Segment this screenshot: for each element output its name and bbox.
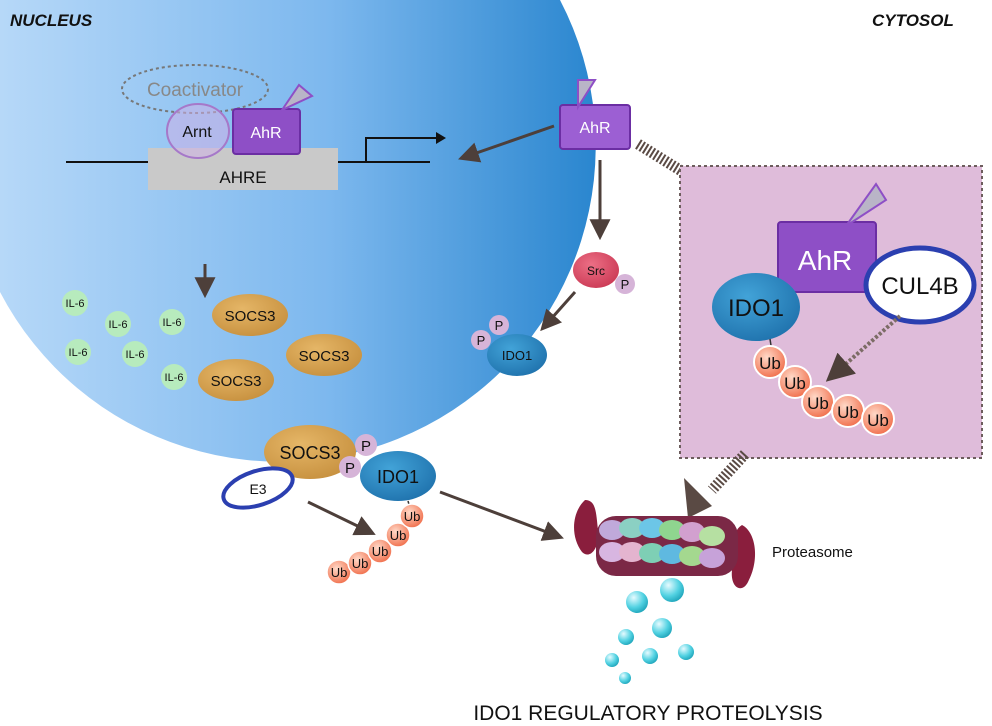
ub-bead — [347, 550, 373, 576]
peptide-bubbles — [605, 578, 694, 684]
box-ligand-icon — [845, 182, 888, 227]
il6-label: IL-6 — [126, 349, 145, 361]
box-ahr-label: AhR — [798, 245, 852, 276]
complex-ido1-shape — [360, 451, 436, 501]
complex-ub-chain: Ub Ub Ub Ub Ub — [326, 503, 425, 585]
cytosol-ahr-box — [559, 104, 631, 150]
coactivator-label: Coactivator — [147, 80, 244, 101]
ub-label: Ub — [331, 565, 348, 580]
ub-label: Ub — [759, 354, 781, 373]
ub-label: Ub — [837, 403, 859, 422]
arnt-shape — [166, 103, 230, 159]
socs3-label: SOCS3 — [225, 308, 276, 325]
src-shape — [573, 252, 619, 288]
complex-socs3-label: SOCS3 — [279, 443, 340, 463]
il6-bead — [105, 311, 131, 337]
socs3-shape — [286, 334, 362, 376]
src-label: Src — [587, 264, 605, 278]
ido1-phospho-2 — [489, 315, 509, 335]
ub-bead — [385, 522, 411, 548]
src-ido1-shape — [487, 334, 547, 376]
ub-bead — [399, 503, 425, 529]
box-ub-chain: Ub Ub Ub Ub Ub — [753, 345, 895, 436]
nuclear-ahr-label: AhR — [250, 125, 281, 142]
box-ido1-label: IDO1 — [728, 295, 784, 322]
socs3-shape — [212, 294, 288, 336]
socs3-label: SOCS3 — [299, 348, 350, 365]
ub-label: Ub — [352, 556, 369, 571]
arrow-to-nucleus — [458, 124, 555, 163]
nucleus-label: NUCLEUS — [10, 11, 93, 30]
complex-phospho-label-2: P — [345, 460, 355, 477]
ub-bead — [753, 345, 787, 379]
cul4b-ub-arrow — [825, 314, 902, 382]
complex-e3-shape — [221, 466, 295, 510]
cytosol-label: CYTOSOL — [872, 11, 954, 30]
box-ahr — [777, 221, 877, 293]
cytosol-ligand-icon — [577, 79, 597, 111]
src-ido1-label: IDO1 — [502, 348, 532, 363]
il6-cluster: IL-6 IL-6 IL-6 IL-6 IL-6 IL-6 — [62, 290, 187, 390]
il6-label: IL-6 — [69, 347, 88, 359]
proteasome-rings — [599, 518, 725, 568]
ahre-label: AHRE — [219, 168, 266, 187]
il6-label: IL-6 — [165, 372, 184, 384]
ub-label: Ub — [390, 528, 407, 543]
proteasome-left-cap — [574, 500, 599, 555]
il6-bead — [159, 309, 185, 335]
ub-label: Ub — [404, 509, 421, 524]
diagram-title: IDO1 REGULATORY PROTEOLYSIS — [473, 702, 822, 725]
il6-label: IL-6 — [109, 319, 128, 331]
proteasome-label: Proteasome — [772, 544, 853, 561]
ido1-phospho-label-2: P — [495, 318, 504, 333]
ido1-phospho-1 — [471, 330, 491, 350]
nuclear-ahr-box — [232, 108, 301, 155]
box-ido1-shape — [712, 273, 800, 341]
proteasome-arrow-head-icon — [684, 478, 712, 518]
socs3-shape — [198, 359, 274, 401]
socs3-label: SOCS3 — [211, 373, 262, 390]
transcription-arrowhead-icon — [436, 132, 446, 144]
arrow-src-to-ido1 — [540, 291, 577, 332]
ub-bead — [861, 402, 895, 436]
ub-bead — [367, 538, 393, 564]
complex-e3-label: E3 — [249, 481, 266, 497]
e3-to-ub-arrow — [307, 500, 376, 536]
arnt-label: Arnt — [182, 124, 212, 141]
cul4b-shape — [863, 245, 977, 325]
transcription-start-arrow — [365, 137, 438, 162]
ub-label: Ub — [372, 544, 389, 559]
ub-bead — [778, 365, 812, 399]
complex-phospho-1 — [355, 434, 377, 456]
complex-phospho-label-1: P — [361, 438, 371, 455]
cul4b-label: CUL4B — [881, 273, 958, 300]
il6-bead — [62, 290, 88, 316]
nucleus-region — [0, 0, 596, 462]
nuclear-ligand-icon — [279, 83, 314, 113]
il6-bead — [122, 341, 148, 367]
il6-label: IL-6 — [66, 298, 85, 310]
src-phospho — [615, 274, 635, 294]
ido1-to-proteasome-arrow — [439, 490, 564, 541]
complex-socs3-shape — [264, 425, 356, 479]
complex-phospho-2 — [339, 456, 361, 478]
socs3-cluster: SOCS3 SOCS3 SOCS3 — [198, 294, 362, 401]
il6-bead — [161, 364, 187, 390]
cytosol-ahr-label: AhR — [579, 120, 610, 137]
complex-ido1-label: IDO1 — [377, 467, 419, 487]
src-phospho-label: P — [621, 277, 630, 292]
il6-bead — [65, 339, 91, 365]
il6-label: IL-6 — [163, 317, 182, 329]
ub-label: Ub — [784, 374, 806, 393]
proteasome-icon — [574, 500, 756, 589]
ido1-phospho-label-1: P — [477, 333, 486, 348]
ub-label: Ub — [867, 411, 889, 430]
ub-label: Ub — [807, 394, 829, 413]
hatched-arrow-to-proteasome — [707, 450, 750, 494]
